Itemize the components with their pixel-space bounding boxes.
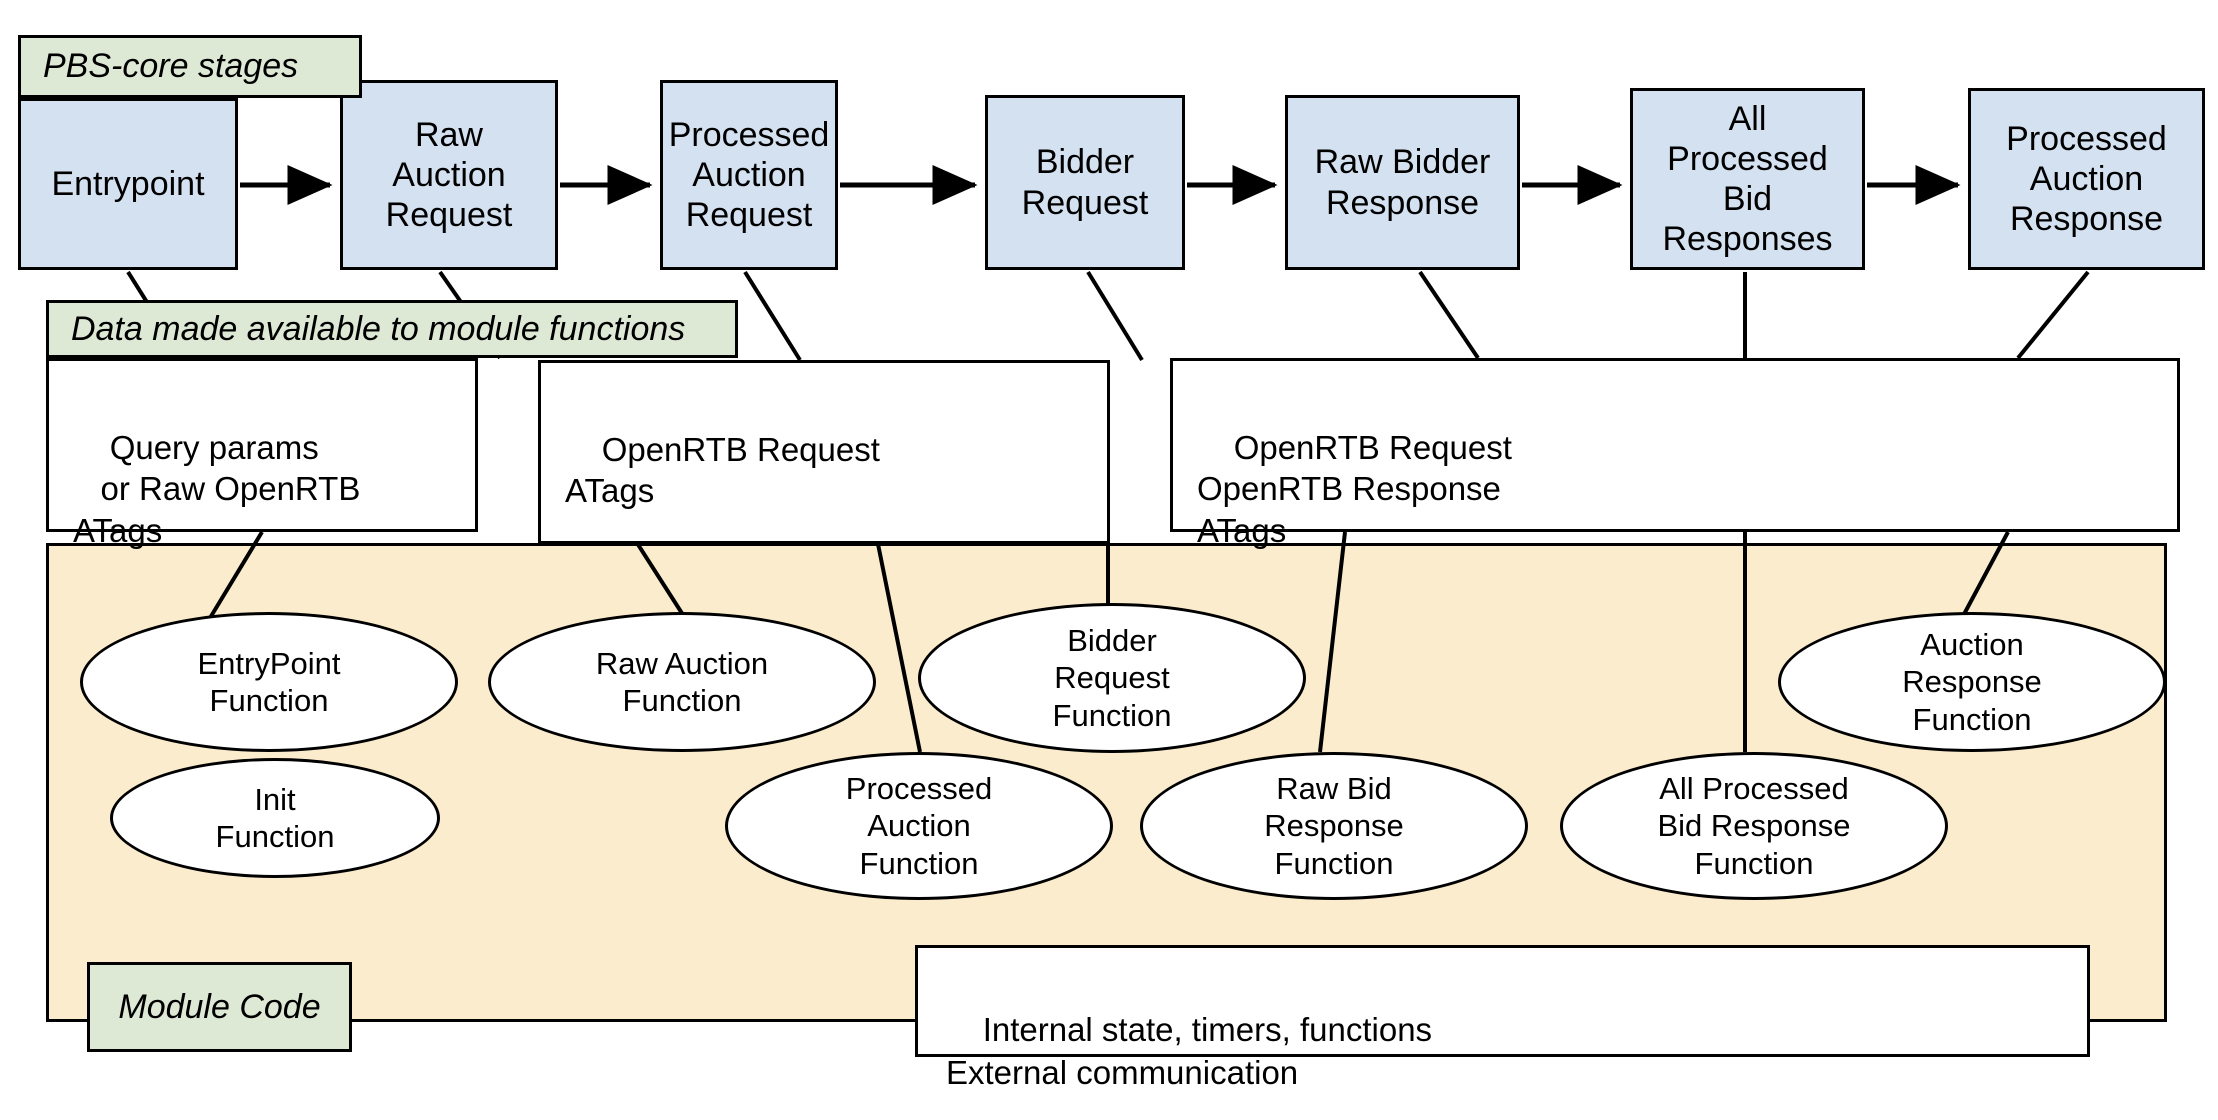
stage-all-processed-bid-responses-label: All Processed Bid Responses — [1662, 99, 1833, 259]
function-entrypoint[interactable]: EntryPoint Function — [80, 612, 458, 752]
data-box-request: OpenRTB Request ATags — [538, 360, 1110, 544]
caption-module-code: Module Code — [87, 962, 352, 1052]
caption-pbs-core-stages-label: PBS-core stages — [43, 47, 299, 85]
stage-processed-auction-response-label: Processed Auction Response — [2006, 119, 2167, 239]
function-init[interactable]: Init Function — [110, 758, 440, 878]
data-box-response-text: OpenRTB Request OpenRTB Response ATags — [1197, 428, 1512, 549]
function-raw-auction[interactable]: Raw Auction Function — [488, 612, 876, 752]
caption-pbs-core-stages: PBS-core stages — [18, 35, 362, 98]
stage-raw-bidder-response[interactable]: Raw Bidder Response — [1285, 95, 1520, 270]
stage-raw-bidder-response-label: Raw Bidder Response — [1314, 143, 1491, 222]
caption-data-available: Data made available to module functions — [46, 300, 738, 358]
internal-state-text: Internal state, timers, functions Extern… — [946, 1010, 1433, 1091]
stage-bidder-request-label: Bidder Request — [1021, 143, 1149, 222]
stage-processed-auction-request-label: Processed Auction Request — [668, 115, 830, 235]
function-init-label: Init Function — [215, 781, 335, 854]
stage-all-processed-bid-responses[interactable]: All Processed Bid Responses — [1630, 88, 1865, 270]
function-entrypoint-label: EntryPoint Function — [197, 645, 341, 718]
data-box-entrypoint-text: Query params or Raw OpenRTB ATags — [73, 428, 361, 549]
stage-entrypoint-label: Entrypoint — [51, 164, 205, 203]
function-processed-auction-label: Processed Auction Function — [845, 771, 993, 881]
data-box-entrypoint: Query params or Raw OpenRTB ATags — [46, 358, 478, 549]
function-bidder-request-label: Bidder Request Function — [1052, 623, 1172, 733]
function-raw-bid-response[interactable]: Raw Bid Response Function — [1140, 752, 1528, 900]
caption-data-available-label: Data made available to module functions — [71, 309, 686, 348]
caption-module-code-label: Module Code — [118, 987, 321, 1026]
function-raw-auction-label: Raw Auction Function — [595, 645, 769, 718]
function-auction-response-label: Auction Response Function — [1902, 627, 2042, 737]
internal-state-box: Internal state, timers, functions Extern… — [915, 945, 2090, 1091]
data-box-response: OpenRTB Request OpenRTB Response ATags — [1170, 358, 2180, 549]
stage-raw-auction-request-label: Raw Auction Request — [385, 115, 513, 235]
data-box-request-text: OpenRTB Request ATags — [565, 430, 880, 510]
function-all-processed-bid-response[interactable]: All Processed Bid Response Function — [1560, 752, 1948, 900]
stage-processed-auction-response[interactable]: Processed Auction Response — [1968, 88, 2205, 270]
stage-raw-auction-request[interactable]: Raw Auction Request — [340, 80, 558, 270]
function-raw-bid-response-label: Raw Bid Response Function — [1264, 771, 1404, 881]
stage-entrypoint[interactable]: Entrypoint — [18, 98, 238, 270]
stage-bidder-request[interactable]: Bidder Request — [985, 95, 1185, 270]
function-all-processed-bid-response-label: All Processed Bid Response Function — [1657, 771, 1851, 881]
stage-processed-auction-request[interactable]: Processed Auction Request — [660, 80, 838, 270]
function-auction-response[interactable]: Auction Response Function — [1778, 612, 2166, 752]
function-processed-auction[interactable]: Processed Auction Function — [725, 752, 1113, 900]
function-bidder-request[interactable]: Bidder Request Function — [918, 603, 1306, 753]
